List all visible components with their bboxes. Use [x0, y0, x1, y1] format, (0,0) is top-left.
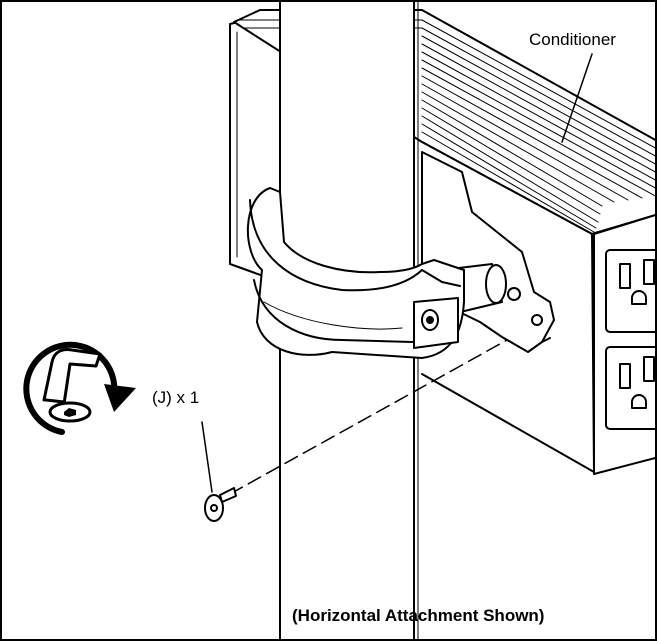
outlet-receptacles [605, 249, 655, 430]
figure-caption: (Horizontal Attachment Shown) [292, 606, 545, 625]
hex-key-rotate-icon [23, 341, 136, 435]
alignment-line [229, 339, 508, 495]
conditioner-label: Conditioner [529, 30, 616, 49]
part-leader-line [201, 421, 213, 493]
conditioner-leader-line [561, 53, 593, 143]
screw-icon [204, 487, 237, 522]
pole-clamp [246, 187, 465, 359]
part-quantity-label: (J) x 1 [152, 388, 200, 407]
